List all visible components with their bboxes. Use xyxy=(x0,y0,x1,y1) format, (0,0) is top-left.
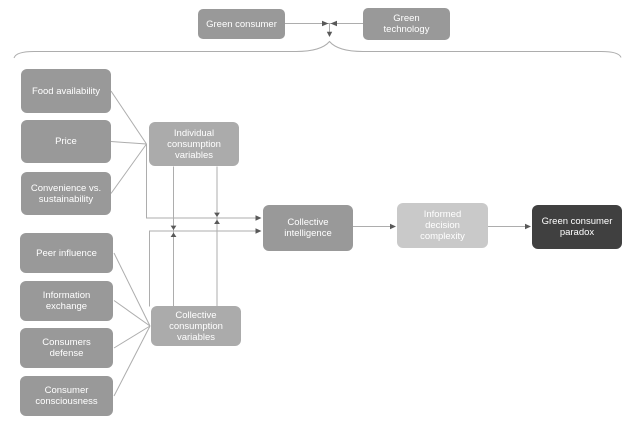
node-label: Price xyxy=(55,136,77,147)
node-label: Collective intelligence xyxy=(284,217,332,239)
node-food-availability: Food availability xyxy=(21,69,111,113)
node-label: Individual consumption variables xyxy=(167,127,221,161)
node-label: Peer influence xyxy=(36,247,97,259)
node-label: Green consumer xyxy=(206,18,277,30)
brace xyxy=(13,40,622,59)
node-label: Food availability xyxy=(31,85,101,97)
node-green-technology: Green technology xyxy=(363,8,450,40)
arrow-down-icon xyxy=(214,212,220,217)
node-informed-decision-complexity: Informed decision complexity xyxy=(397,203,488,248)
node-collective-intelligence: Collective intelligence xyxy=(263,205,353,251)
node-label: Consumer consciousness xyxy=(35,385,98,407)
node-green-consumer: Green consumer xyxy=(198,9,285,39)
node-individual-consumption-variables: Individual consumption variables xyxy=(149,122,239,166)
node-consumer-consciousness: Consumer consciousness xyxy=(20,376,113,416)
node-peer-influence: Peer influence xyxy=(20,233,113,273)
node-consumers-defense: Consumers defense xyxy=(20,328,113,368)
arrow-right-icon xyxy=(525,223,531,230)
arrow-right-icon xyxy=(390,223,396,230)
connector-individual-to-collective-intelligence xyxy=(146,144,262,221)
node-green-consumer-paradox: Green consumer paradox xyxy=(532,205,622,249)
connector-collective-factors xyxy=(113,252,151,397)
node-price: Price xyxy=(21,120,111,163)
connector-junction-to-brace xyxy=(326,24,333,37)
node-label: Information exchange xyxy=(42,290,91,312)
node-collective-consumption-variables: Collective consumption variables xyxy=(151,306,241,346)
node-information-exchange: Information exchange xyxy=(20,281,113,321)
node-label: Green consumer paradox xyxy=(541,216,613,238)
arrow-down-icon xyxy=(326,31,333,37)
connector-green-consumer-green-technology xyxy=(285,20,363,27)
connector-intelligence-to-informed-decision xyxy=(353,223,396,230)
node-label: Green technology xyxy=(383,13,430,35)
node-label: Collective consumption variables xyxy=(169,309,223,343)
node-convenience-vs-sustainability: Convenience vs. sustainability xyxy=(21,172,111,215)
arrow-up-icon xyxy=(170,232,177,237)
connector-variables-exchange-left xyxy=(170,166,177,307)
arrow-right-icon xyxy=(322,20,329,27)
arrow-down-icon xyxy=(170,225,177,230)
connector-individual-factors xyxy=(110,90,147,194)
connector-collective-to-collective-intelligence xyxy=(149,228,262,307)
arrow-left-icon xyxy=(330,20,337,27)
node-label: Informed decision complexity xyxy=(420,209,465,242)
node-label: Consumers defense xyxy=(42,337,91,359)
arrow-right-icon xyxy=(255,228,262,234)
arrow-right-icon xyxy=(255,215,262,221)
arrow-up-icon xyxy=(214,219,220,224)
node-label: Convenience vs. sustainability xyxy=(30,182,102,205)
connector-variables-exchange-right xyxy=(214,166,220,307)
connector-informed-decision-to-paradox xyxy=(488,223,531,230)
